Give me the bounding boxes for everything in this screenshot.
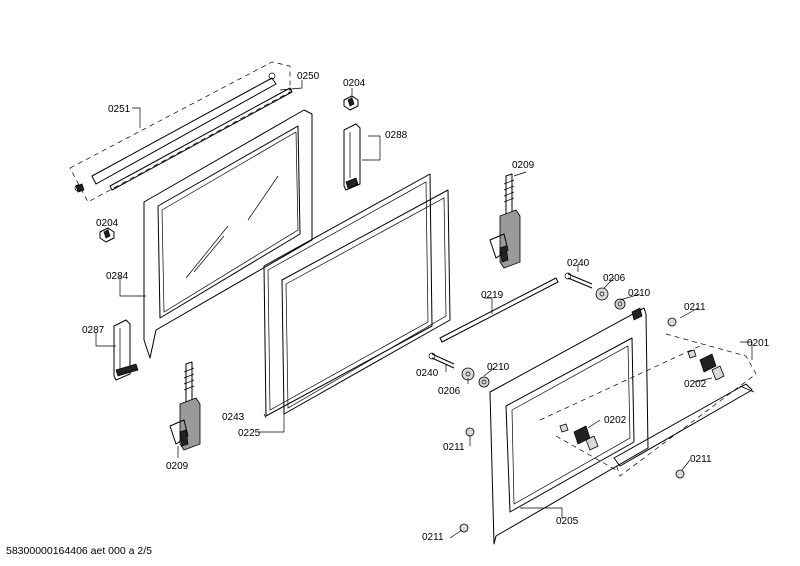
glass-pane-0243 <box>263 173 433 417</box>
label-0219: 0219 <box>481 290 504 301</box>
label-0202-right: 0202 <box>684 379 707 390</box>
label-0288: 0288 <box>385 130 408 141</box>
label-0243: 0243 <box>222 412 245 423</box>
screw-0240-lower <box>428 352 455 369</box>
bracket-0287 <box>113 319 139 381</box>
outer-door-0205 <box>489 307 701 545</box>
label-0209-upper: 0209 <box>512 160 535 171</box>
label-0250: 0250 <box>297 71 320 82</box>
clips-0202-right <box>687 349 725 381</box>
label-0211-bottom: 0211 <box>422 532 444 543</box>
label-0209-lower: 0209 <box>166 461 189 472</box>
hinge-0209-lower <box>169 361 201 451</box>
label-0210-upper: 0210 <box>628 288 651 299</box>
label-0210-lower: 0210 <box>487 362 510 373</box>
frame-strip-assembly <box>69 61 293 203</box>
clips-0202-center <box>559 423 599 451</box>
label-0284: 0284 <box>106 271 129 282</box>
clip-0204-top <box>343 95 359 111</box>
bracket-0288 <box>343 123 361 191</box>
nut-0210-lower <box>478 376 490 388</box>
label-0240-lower: 0240 <box>416 368 439 379</box>
label-0211-right: 0211 <box>684 302 706 313</box>
label-0211-center: 0211 <box>443 442 465 453</box>
clip-0204-left <box>99 227 115 243</box>
inner-frame-0284 <box>143 109 313 359</box>
drawing-id: 58300000164406 aet 000 a 2/5 <box>6 545 152 557</box>
label-0225: 0225 <box>238 428 261 439</box>
label-0211-lower-right: 0211 <box>690 454 712 465</box>
cap-0211-set <box>459 317 685 533</box>
label-0204-left: 0204 <box>96 218 119 229</box>
screw-0240-upper <box>564 272 593 289</box>
handle-0201 <box>613 333 757 477</box>
label-0201: 0201 <box>747 338 770 349</box>
label-0206-lower: 0206 <box>438 386 461 397</box>
washer-0206-upper <box>595 287 609 301</box>
glass-pane-0225 <box>281 189 451 415</box>
nut-0210-upper <box>614 298 626 310</box>
label-0287: 0287 <box>82 325 105 336</box>
label-0204-top: 0204 <box>343 78 366 89</box>
washer-0206-lower <box>461 367 475 381</box>
label-0205: 0205 <box>556 516 579 527</box>
hinge-0209-upper <box>489 173 521 269</box>
rod-0219 <box>439 277 559 343</box>
leader-lines <box>95 80 753 539</box>
label-0206-upper: 0206 <box>603 273 626 284</box>
label-0240-upper: 0240 <box>567 258 590 269</box>
label-0251: 0251 <box>108 104 131 115</box>
label-0202-center: 0202 <box>604 415 627 426</box>
